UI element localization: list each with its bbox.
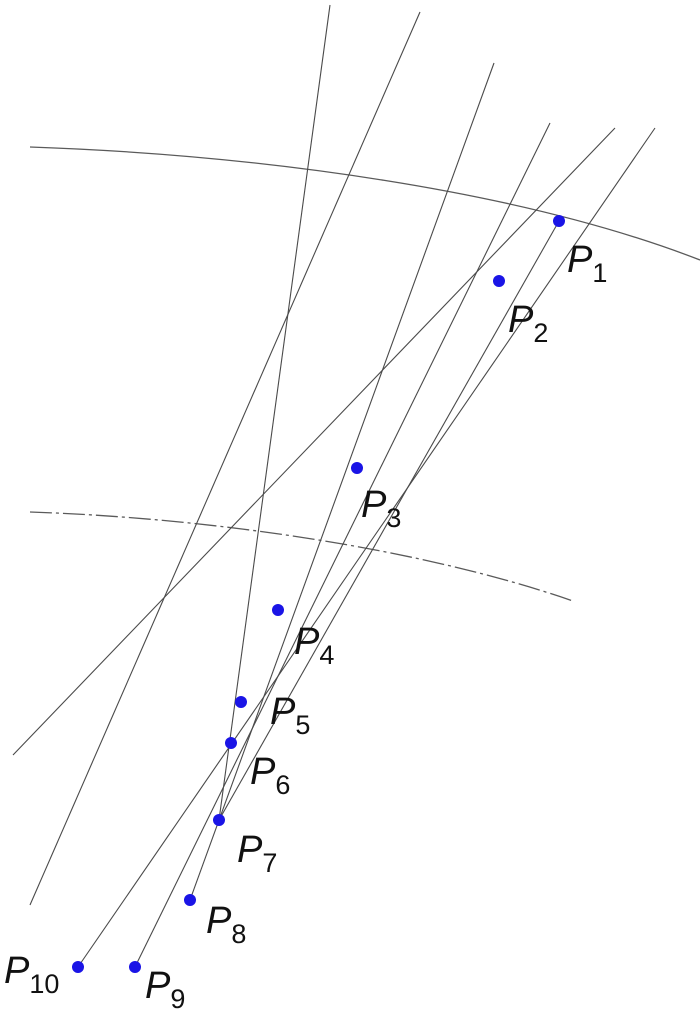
upper-curve: [29, 146, 700, 261]
point-p9: [129, 961, 141, 973]
label-p8-index: 8: [231, 919, 246, 949]
label-p1-index: 1: [592, 258, 607, 288]
label-p1-letter: P: [567, 239, 593, 281]
point-p1: [553, 215, 565, 227]
label-p5-index: 5: [295, 710, 310, 740]
label-p3: P3: [361, 484, 401, 533]
label-p4-letter: P: [294, 621, 320, 663]
label-p2-letter: P: [508, 299, 534, 341]
label-p8: P8: [206, 900, 246, 949]
label-p7: P7: [237, 829, 277, 878]
line-p2-left: [12, 127, 616, 756]
label-p6: P6: [250, 751, 290, 800]
label-p3-letter: P: [361, 484, 387, 526]
label-p6-index: 6: [275, 770, 290, 800]
point-p5: [235, 696, 247, 708]
point-p4: [272, 604, 284, 616]
label-p6-letter: P: [250, 751, 276, 793]
label-p2-index: 2: [533, 318, 548, 348]
label-p5: P5: [270, 691, 310, 740]
label-p4-index: 4: [319, 640, 334, 670]
label-p9-letter: P: [145, 965, 171, 1007]
label-p2: P2: [508, 299, 548, 348]
point-p6: [225, 737, 237, 749]
points-group: [72, 215, 565, 973]
line-p1-p7: [218, 220, 560, 821]
label-p9-index: 9: [170, 984, 185, 1014]
line-p3-p9: [134, 122, 551, 968]
label-p3-index: 3: [386, 503, 401, 533]
point-p2: [493, 275, 505, 287]
label-p4: P4: [294, 621, 334, 670]
point-p3: [351, 462, 363, 474]
label-p7-index: 7: [262, 848, 277, 878]
label-p9: P9: [145, 965, 185, 1014]
label-p8-letter: P: [206, 900, 232, 942]
label-p10-letter: P: [4, 950, 30, 992]
point-p7: [213, 814, 225, 826]
line-p1-p10: [77, 127, 656, 968]
line-p7-top: [218, 4, 331, 821]
label-p5-letter: P: [270, 691, 296, 733]
label-p1: P1: [567, 239, 607, 288]
label-p10: P10: [4, 950, 59, 999]
label-p10-index: 10: [29, 969, 59, 999]
line-p4-p8: [189, 62, 495, 901]
label-p7-letter: P: [237, 829, 263, 871]
point-p8: [184, 894, 196, 906]
point-p10: [72, 961, 84, 973]
lower-curve: [29, 511, 574, 602]
line-p5-lower: [29, 11, 421, 906]
